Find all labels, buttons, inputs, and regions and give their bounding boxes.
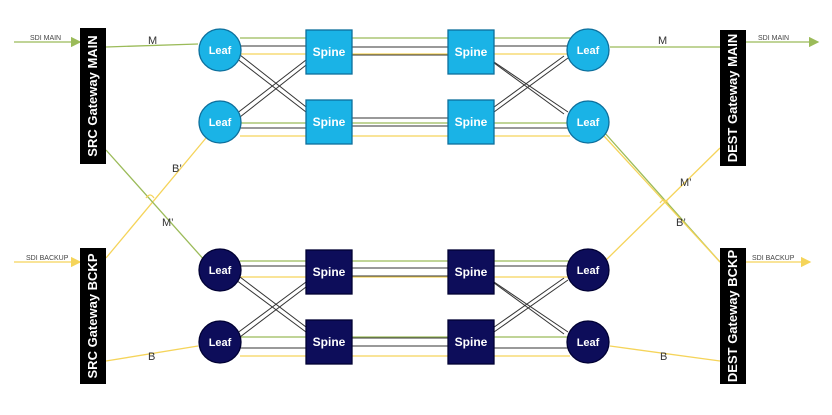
spine-label: Spine bbox=[455, 45, 488, 59]
sdi-main-in-label: SDI MAIN bbox=[30, 35, 61, 42]
dest-leaf-to-dest-main-yellow bbox=[603, 147, 721, 263]
link-m-prime-right: M’ bbox=[680, 177, 692, 189]
main-leaf-bottom-left: Leaf bbox=[198, 100, 242, 144]
src-gateway-backup-label: SRC Gateway BCKP bbox=[85, 253, 100, 378]
backup-fabric: Leaf Leaf Spine Spine Spine Spine Leaf bbox=[198, 248, 610, 365]
link-m-left: M bbox=[148, 35, 157, 47]
src-bckp-to-leaf2-yellow bbox=[105, 137, 207, 259]
sdi-backup-out-label: SDI BACKUP bbox=[752, 255, 795, 262]
leaf-label: Leaf bbox=[209, 45, 232, 57]
dest-gateway-main: DEST Gateway MAIN bbox=[720, 30, 746, 166]
sdi-backup-in-label: SDI BACKUP bbox=[26, 255, 69, 262]
main-leaf-bottom-right: Leaf bbox=[566, 100, 610, 144]
spine-label: Spine bbox=[455, 115, 488, 129]
leaf-label: Leaf bbox=[577, 117, 600, 129]
link-b-prime-right: B’ bbox=[676, 217, 686, 229]
leaf-label: Leaf bbox=[577, 45, 600, 57]
leaf-label: Leaf bbox=[209, 337, 232, 349]
link-b-prime-left: B’ bbox=[172, 163, 182, 175]
sdi-main-out-label: SDI MAIN bbox=[758, 35, 789, 42]
src-main-to-leaf1-line bbox=[105, 43, 199, 48]
fabric-links bbox=[235, 45, 569, 349]
dest-cross-hop bbox=[659, 199, 669, 204]
backup-spine-top-left: Spine bbox=[305, 249, 353, 295]
main-spine-top-right: Spine bbox=[447, 29, 495, 75]
backup-leaf-top-left: Leaf bbox=[198, 248, 242, 292]
main-fabric: Leaf Leaf Spine Spine Spine Spine Leaf bbox=[198, 28, 610, 145]
main-spine-bottom-left: Spine bbox=[305, 99, 353, 145]
spine-label: Spine bbox=[455, 265, 488, 279]
backup-spine-bottom-left: Spine bbox=[305, 319, 353, 365]
src-main-to-bckp-leaf-line bbox=[105, 149, 207, 263]
backup-spine-top-right: Spine bbox=[447, 249, 495, 295]
src-gateway-main-label: SRC Gateway MAIN bbox=[85, 35, 100, 156]
spine-label: Spine bbox=[313, 115, 346, 129]
leaf4-to-dest-bckp-yellow bbox=[603, 135, 721, 263]
dest-gateway-main-label: DEST Gateway MAIN bbox=[725, 34, 740, 163]
leaf-label: Leaf bbox=[577, 265, 600, 277]
src-gateway-backup: SRC Gateway BCKP bbox=[80, 248, 106, 384]
link-b-right: B bbox=[660, 351, 667, 363]
spine-label: Spine bbox=[313, 335, 346, 349]
backup-leaf-bottom-left: Leaf bbox=[198, 320, 242, 364]
main-signal-lines bbox=[14, 36, 820, 338]
spine-label: Spine bbox=[313, 265, 346, 279]
spine-label: Spine bbox=[313, 45, 346, 59]
src-gateway-main: SRC Gateway MAIN bbox=[80, 28, 106, 164]
main-leaf-top-left: Leaf bbox=[198, 28, 242, 72]
leaf-to-dest-bckp-line bbox=[609, 345, 721, 362]
dest-gateway-backup-label: DEST Gateway BCKP bbox=[725, 250, 740, 383]
main-spine-bottom-right: Spine bbox=[447, 99, 495, 145]
backup-spine-bottom-right: Spine bbox=[447, 319, 495, 365]
link-b-left: B bbox=[148, 351, 155, 363]
backup-signal-lines bbox=[14, 53, 812, 362]
leaf-label: Leaf bbox=[209, 265, 232, 277]
src-bckp-to-leaf-line bbox=[105, 345, 199, 362]
src-cross-hop bbox=[145, 194, 155, 199]
leaf-label: Leaf bbox=[577, 337, 600, 349]
backup-leaf-bottom-right: Leaf bbox=[566, 320, 610, 364]
main-leaf-top-right: Leaf bbox=[566, 28, 610, 72]
link-m-prime-left: M’ bbox=[162, 217, 174, 229]
main-spine-top-left: Spine bbox=[305, 29, 353, 75]
cross-links bbox=[105, 149, 669, 263]
dest-gateway-backup: DEST Gateway BCKP bbox=[720, 248, 746, 384]
backup-leaf-top-right: Leaf bbox=[566, 248, 610, 292]
leaf-label: Leaf bbox=[209, 117, 232, 129]
spine-label: Spine bbox=[455, 335, 488, 349]
link-m-right: M bbox=[658, 35, 667, 47]
